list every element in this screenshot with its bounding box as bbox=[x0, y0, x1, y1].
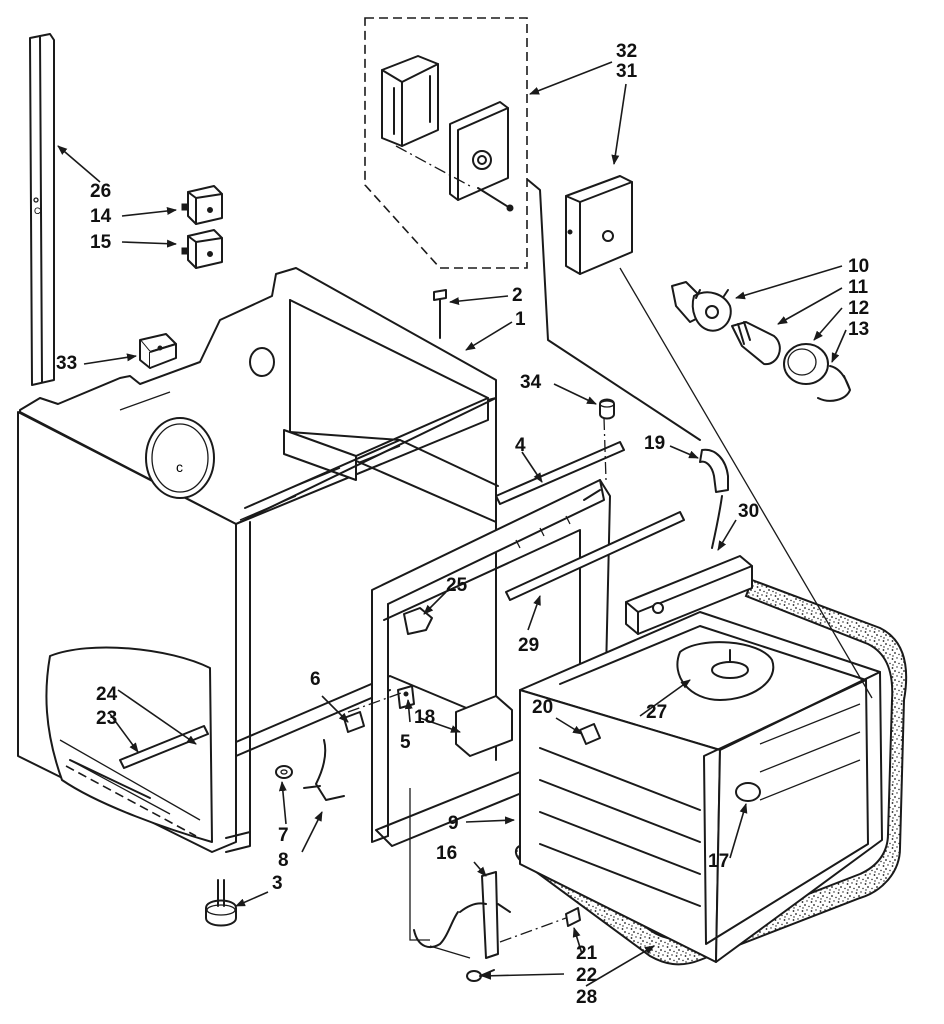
part-label-33: 33 bbox=[56, 353, 78, 374]
part-label-11: 11 bbox=[848, 277, 869, 298]
screw-part-21 bbox=[499, 907, 581, 943]
light-bulb-part-11 bbox=[731, 321, 781, 366]
switch-part-15 bbox=[181, 229, 223, 269]
part-label-26: 26 bbox=[90, 181, 112, 202]
part-label-16: 16 bbox=[436, 843, 458, 864]
part-label-29: 29 bbox=[518, 635, 540, 656]
switch-part-14 bbox=[181, 185, 223, 225]
part-label-7: 7 bbox=[278, 825, 289, 846]
rail-part-4 bbox=[495, 441, 625, 505]
part-label-28: 28 bbox=[576, 987, 598, 1008]
stamped-mark: c bbox=[176, 459, 183, 475]
part-label-21: 21 bbox=[576, 943, 598, 964]
hose-part-19 bbox=[699, 448, 729, 549]
part-label-20: 20 bbox=[532, 697, 554, 718]
screw-part-2 bbox=[433, 289, 447, 339]
part-label-19: 19 bbox=[644, 433, 666, 454]
part-label-3: 3 bbox=[272, 873, 283, 894]
leveling-leg-part-3 bbox=[205, 879, 237, 927]
part-label-32: 32 bbox=[616, 41, 638, 62]
plug-part-34 bbox=[599, 398, 615, 420]
part-label-1: 1 bbox=[515, 309, 526, 330]
light-clip-part-13 bbox=[817, 365, 851, 402]
part-label-13: 13 bbox=[848, 319, 870, 340]
wiring-lines bbox=[347, 179, 873, 959]
part-label-17: 17 bbox=[708, 851, 730, 872]
switch-part-33 bbox=[139, 333, 177, 369]
bracket-part-31 bbox=[565, 175, 633, 275]
part-label-5: 5 bbox=[400, 732, 411, 753]
cutaway-insulation-view bbox=[45, 646, 213, 843]
part-label-25: 25 bbox=[446, 575, 468, 596]
part-label-9: 9 bbox=[448, 813, 459, 834]
optional-parts-box bbox=[364, 17, 528, 269]
clip-part-20 bbox=[579, 723, 601, 745]
part-label-6: 6 bbox=[310, 669, 321, 690]
hinge-part-16 bbox=[413, 871, 511, 959]
part-label-4: 4 bbox=[515, 435, 526, 456]
part-label-31: 31 bbox=[616, 61, 638, 82]
part-label-8: 8 bbox=[278, 850, 289, 871]
part-label-27: 27 bbox=[646, 702, 668, 723]
part-label-23: 23 bbox=[96, 708, 118, 729]
part-label-15: 15 bbox=[90, 232, 112, 253]
part-label-2: 2 bbox=[512, 285, 523, 306]
oven-light-socket-part-10 bbox=[671, 281, 732, 332]
part-label-24: 24 bbox=[96, 684, 118, 705]
rail-part-29 bbox=[505, 511, 685, 601]
bracket-part-8 bbox=[303, 739, 345, 801]
leader-arrows bbox=[57, 61, 847, 987]
part-label-14: 14 bbox=[90, 206, 112, 227]
oven-cavity-part-9 bbox=[514, 578, 908, 966]
grommet-part-7 bbox=[275, 765, 293, 779]
stamped-mark: C bbox=[34, 206, 41, 216]
part-label-34: 34 bbox=[520, 372, 542, 393]
part-label-30: 30 bbox=[738, 501, 760, 522]
part-label-12: 12 bbox=[848, 298, 870, 319]
part-label-18: 18 bbox=[414, 707, 436, 728]
burner-valve-part-6 bbox=[343, 711, 365, 733]
part-label-10: 10 bbox=[848, 256, 870, 277]
trim-strip-part-26: C bbox=[29, 33, 55, 386]
light-lens-part-12 bbox=[783, 343, 829, 385]
vent-duct-part-30 bbox=[625, 555, 753, 635]
part-label-22: 22 bbox=[576, 965, 598, 986]
